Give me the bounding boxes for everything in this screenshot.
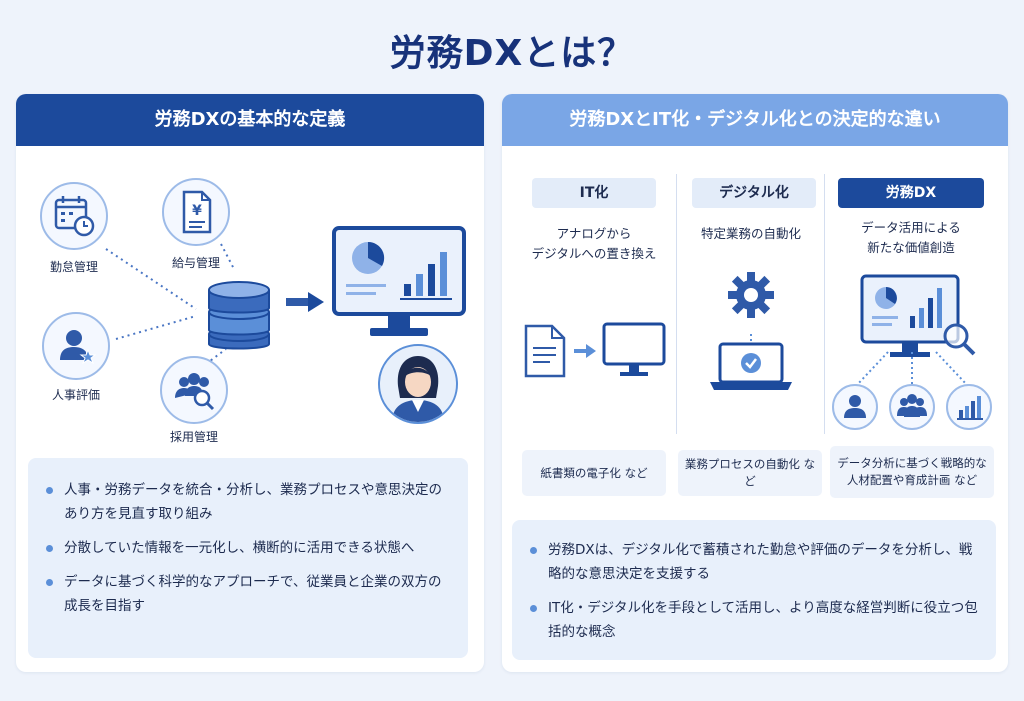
payroll-node: ¥ [162,178,230,246]
definition-bullets: 人事・労務データを統合・分析し、業務プロセスや意思決定のあり方を見直す取り組み … [28,458,468,658]
document-icon [524,324,566,378]
attendance-node [40,182,108,250]
it-example: 紙書類の電子化 など [522,450,666,496]
people-search-icon [175,373,215,411]
difference-panel: 労務DXとIT化・デジタル化との決定的な違い IT化 アナログから デジタルへの… [502,94,1008,672]
dx-desc-line2: 新たな価値創造 [867,240,955,255]
column-separator [676,174,677,434]
difference-bullet-1: 労務DXは、デジタル化で蓄積された勤怠や評価のデータを分析し、戦略的な意思決定を… [526,538,982,586]
businesswoman-icon [392,356,444,422]
database-icon [208,281,270,350]
dx-desc-line1: データ活用による [861,220,961,235]
evaluation-node [42,312,110,380]
recruitment-node [160,356,228,424]
monitor-chart-icon [332,226,466,336]
difference-bullets: 労務DXは、デジタル化で蓄積された勤怠や評価のデータを分析し、戦略的な意思決定を… [512,520,996,660]
recruitment-label: 採用管理 [169,430,218,444]
attendance-label: 勤怠管理 [49,260,98,274]
yen-document-icon: ¥ [182,190,212,234]
group-node [889,384,935,430]
arrow-right-icon [574,344,596,358]
definition-bullet-3: データに基づく科学的なアプローチで、従業員と企業の双方の成長を目指す [42,570,454,618]
column-separator [824,174,825,434]
page-title: 労務DXとは？ [389,33,635,74]
person-star-icon [60,330,97,365]
dx-example: データ分析に基づく戦略的な 人材配置や育成計画 など [830,446,994,498]
payroll-label: 給与管理 [171,256,220,270]
group-icon [897,394,927,417]
definition-bullet-1: 人事・労務データを統合・分析し、業務プロセスや意思決定のあり方を見直す取り組み [42,478,454,526]
it-desc-line2: デジタルへの置き換え [531,246,657,261]
difference-bullet-2: IT化・デジタル化を手段として活用し、より高度な経営判断に役立つ包括的な概念 [526,596,982,644]
person-icon [844,395,866,418]
chart-node [946,384,992,430]
person-node [832,384,878,430]
monitor-search-icon [860,274,976,357]
computer-monitor-icon [602,322,666,376]
dx-tag: 労務DX [838,178,984,208]
it-tag: IT化 [532,178,656,208]
gear-icon [728,272,774,318]
digitalization-tag: デジタル化 [692,178,816,208]
connector-lines [105,243,235,365]
evaluation-label: 人事評価 [51,388,100,402]
definition-panel: 労務DXの基本的な定義 勤怠管理 ¥ 給与管理 [16,94,484,672]
dx-example-line2: 人材配置や育成計画 など [846,473,978,487]
bar-chart-icon [957,396,983,420]
difference-panel-header: 労務DXとIT化・デジタル化との決定的な違い [502,94,1008,146]
dx-connector-lines [855,351,969,387]
laptop-check-icon [710,334,792,390]
it-desc-line1: アナログから [556,226,632,241]
definition-panel-header: 労務DXの基本的な定義 [16,94,484,146]
digitalization-example: 業務プロセスの自動化 など [678,450,822,496]
calendar-clock-icon [54,196,95,237]
arrow-right-icon [286,292,324,312]
digitalization-desc: 特定業務の自動化 [700,226,801,241]
dx-example-line1: データ分析に基づく戦略的な [837,456,987,470]
definition-bullet-2: 分散していた情報を一元化し、横断的に活用できる状態へ [42,536,454,560]
businesswoman-avatar [378,344,458,424]
svg-text:¥: ¥ [192,203,202,219]
